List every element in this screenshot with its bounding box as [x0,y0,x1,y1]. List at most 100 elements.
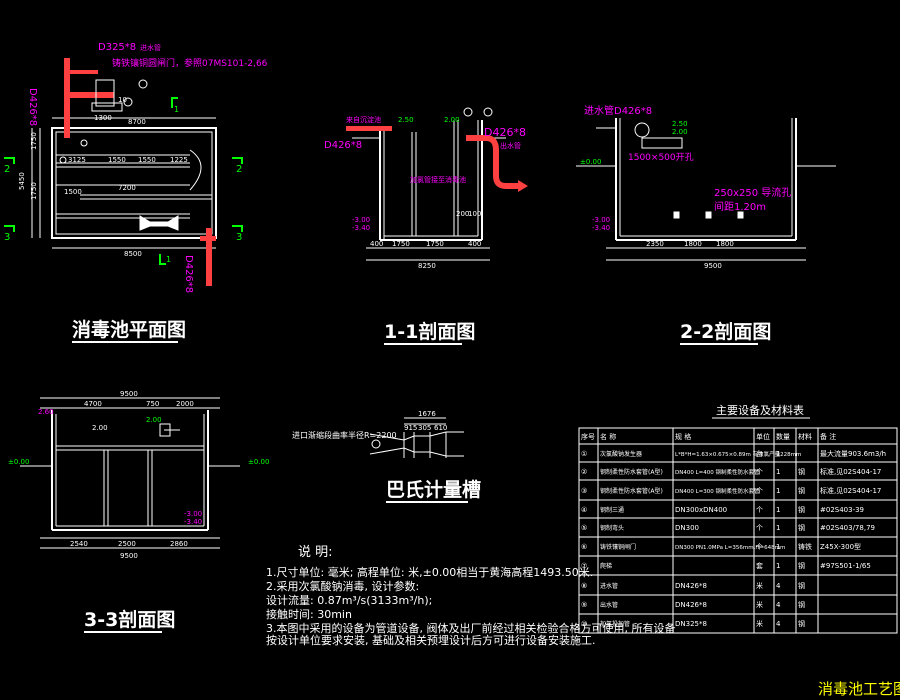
plan-dim-top-2: 8700 [128,118,146,126]
table-cell: 钢 [798,505,805,514]
table-cell: ⑩ [581,620,587,628]
table-cell: DN325*8 [675,620,707,628]
s11-pipe-in: D426*8 [324,140,362,151]
s11-elev-4: -3.40 [352,224,370,232]
table-cell: #97S501-1/65 [820,562,871,570]
table-cell: 钢 [798,619,805,628]
table-cell: 米 [756,619,763,628]
table-cell: DN300 PN1.0MPa L=356mm,H=648mm [675,545,785,551]
s11-label-left: 来自沉淀池 [346,115,381,124]
table-cell: ⑦ [581,562,587,570]
notes-line-2: 2.采用次氯酸钠消毒, 设计参数: [266,579,419,593]
table-cell: 台 [756,449,763,458]
s33-dim-bottom-1: 2540 [70,540,88,548]
table-cell: #02S403/78,79 [820,524,875,532]
plan-mark-2-right: 2 [236,164,242,175]
table-header-cell: 备 注 [820,432,836,441]
table-cell: 出水管 [600,601,618,609]
s11-dim-2: 1750 [392,240,410,248]
table-cell: 钢 [798,467,805,476]
s33-dim-total-top: 9500 [120,390,138,398]
table-cell: 个 [756,543,763,551]
s11-dim-total: 8250 [418,262,436,270]
s33-elev-6: ±0.00 [248,458,269,466]
table-cell: ⑥ [581,543,587,551]
s11-dim-1: 400 [370,240,383,248]
table-cell: 套 [756,561,763,570]
plan-pipe-out-label: D426*8 [183,255,194,293]
table-cell: 1 [776,562,780,570]
table-cell: DN426*8 [675,601,707,609]
table-header-cell: 规 格 [675,432,691,441]
table-header-cell: 名 称 [600,432,616,441]
table-cell: 钢 [798,561,805,570]
s11-pipe-out: D426*8 [484,126,526,139]
table-cell: 标准,见02S404-17 [820,467,881,476]
table-cell: 个 [756,487,763,495]
flume-label: 进口渐缩段曲率半径R=2200 [292,430,397,440]
plan-dim-inner-1: 3125 [68,156,86,164]
plan-mark-1-bottom: 1 [166,255,171,264]
s22-elev-3: ±0.00 [580,158,601,166]
plan-note-small: 10 [118,96,127,104]
notes-line-1: 1.尺寸单位: 毫米; 高程单位: 米,±0.00相当于黄海高程1493.50米… [266,565,593,579]
plan-dim-left-1: 1750 [30,132,38,150]
section-3-3 [20,397,240,549]
table-cell: 铸铁 [798,542,812,551]
table-cell: 个 [756,468,763,476]
table-cell: 最大流量903.6m3/h [820,449,886,458]
notes-line-5: 3.本图中采用的设备为管道设备, 阀体及出厂前经过相关检验合格方可使用, 所有设… [266,621,675,635]
table-cell: ① [581,450,587,458]
plan-dim-low: 1500 [64,188,82,196]
table-cell: DN400 L=400 钢制柔性防水套管 [675,468,760,476]
s33-dim-bottom-3: 2860 [170,540,188,548]
table-cell: ④ [581,506,587,514]
s33-elev-3: -3.00 [184,510,202,518]
plan-dim-inner-2: 1550 [108,156,126,164]
notes-line-4: 接触时间: 30min [266,607,352,621]
table-cell: 爬梯 [600,562,612,570]
table-cell: 个 [756,524,763,532]
s11-elev-1: 2.50 [398,116,414,124]
plan-dim-inner-4: 1225 [170,156,188,164]
table-cell: 1 [776,468,780,476]
table-cell: 4 [776,582,781,590]
s11-title: 1-1剖面图 [384,320,475,343]
flume-drawing [369,417,464,458]
notes-heading: 说 明: [298,545,333,560]
plan-view [31,117,217,249]
table-cell: 4 [776,620,781,628]
table-cell: 钢 [798,486,805,495]
table-cell: ③ [581,487,587,495]
section-2-2 [576,118,836,261]
s33-dim-total-bottom: 9500 [120,552,138,560]
flume-dim-4: 610 [434,424,447,432]
s33-elev-2: ±0.00 [8,458,29,466]
s33-dim-top-2: 750 [146,400,159,408]
s22-opening2: 250x250 导流孔 [714,186,791,199]
plan-mark-2-left: 2 [4,164,10,175]
table-cell: DN300 [675,524,699,532]
plan-gate-note: 铸铁镶铜圆闸门，参照07MS101-2,66 [112,57,268,69]
table-cell: 钢 [798,600,805,609]
s22-dim-1: 2350 [646,240,664,248]
plan-mark-3-right: 3 [236,232,242,243]
table-grid [578,427,898,634]
s11-small-2: 100 [468,210,481,218]
flume-dim-2: 915 [404,424,417,432]
notes-line-6: 按设计单位要求安装, 基础及相关预埋设计后方可进行设备安装施工. [266,633,596,647]
table-header-cell: 单位 [756,432,770,441]
plan-dim-left-3: 5450 [18,172,26,190]
s11-dim-4: 400 [468,240,481,248]
table-cell: 钢制三通 [600,506,624,514]
flume-title: 巴氏计量槽 [386,478,481,501]
s33-dim-bottom-2: 2500 [118,540,136,548]
table-cell: ② [581,468,587,476]
table-header-cell: 数量 [776,432,790,441]
table-cell: 进水管 [600,582,618,590]
table-cell: 钢 [798,581,805,590]
table-cell: DN426*8 [675,582,707,590]
s22-opening: 1500×500开孔 [628,152,694,163]
